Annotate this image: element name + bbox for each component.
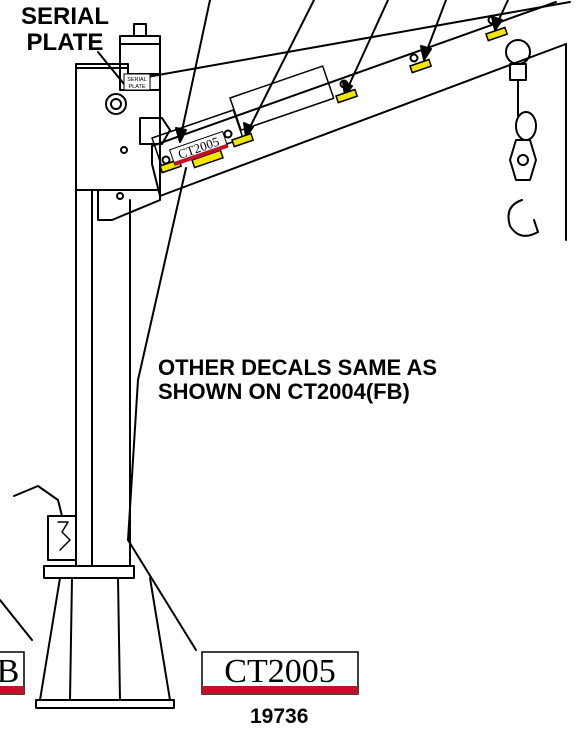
warning-decal-6 (485, 26, 509, 42)
leader-line-1 (179, 0, 211, 141)
serial-plate-small-line1: SERIAL (127, 77, 147, 83)
warning-decal-5 (409, 58, 433, 74)
warning-decal-4 (335, 88, 359, 104)
serial-plate-callout-line2: PLATE (26, 28, 104, 56)
support-cable (129, 1, 571, 81)
partial-decal-left-text: B (0, 653, 19, 690)
base-legs (39, 577, 171, 701)
base-plate (43, 565, 135, 579)
leader-line-2 (245, 0, 315, 136)
warning-decal-3 (231, 132, 255, 148)
serial-plate-callout: SERIAL PLATE (6, 4, 124, 56)
crank-handle (13, 485, 63, 517)
jack-box (47, 515, 77, 561)
leader-line-3 (344, 0, 389, 95)
serial-plate-small-line2: PLATE (128, 84, 145, 90)
hook (507, 199, 539, 237)
partial-decal-left: B (0, 651, 25, 695)
leader-line-partial (0, 599, 33, 641)
other-decals-note-line2: SHOWN ON CT2004(FB) (158, 378, 410, 404)
other-decals-note: OTHER DECALS SAME AS SHOWN ON CT2004(FB) (158, 356, 437, 404)
other-decals-note-line1: OTHER DECALS SAME AS (158, 355, 438, 380)
model-decal-enlarged: CT2005 (201, 651, 359, 695)
leader-line-model-decal (127, 167, 197, 651)
serial-plate-small: SERIAL PLATE (123, 73, 151, 91)
figure-number: 19736 (250, 705, 309, 728)
model-decal-enlarged-text: CT2005 (224, 653, 335, 690)
serial-plate-callout-line1: SERIAL (20, 3, 109, 30)
boom-arm (151, 1, 567, 197)
